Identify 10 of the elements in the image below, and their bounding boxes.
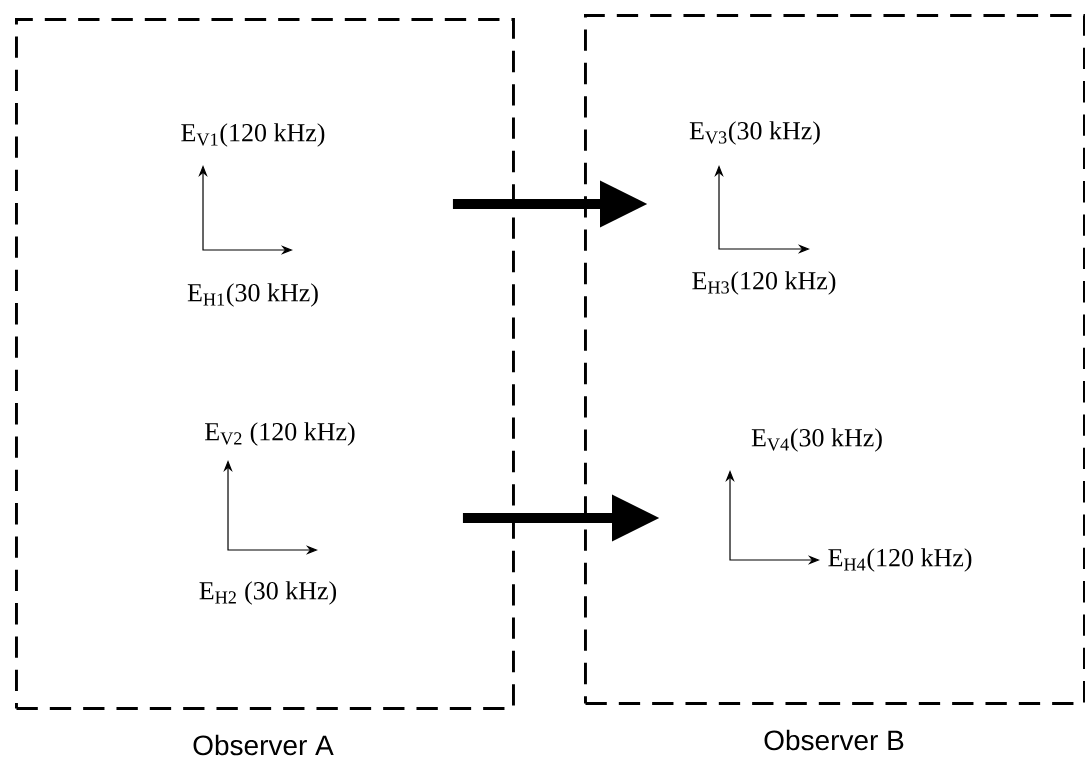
axis-label: E$_{V4}$(30 kHz) (751, 428, 882, 452)
axis-label: E$_{V3}$(30 kHz) (689, 121, 820, 145)
frame-caption: Observer A (193, 734, 334, 756)
axis-label: E$_{H2}$ (30 kHz) (199, 581, 337, 605)
axis-label: E$_{V2}$ (120 kHz) (205, 422, 355, 446)
axis-label: E$_{H4}$(120 kHz) (828, 548, 972, 572)
axis-label: E$_{H1}$(30 kHz) (187, 283, 318, 307)
axis-label: E$_{H3}$(120 kHz) (692, 271, 836, 295)
frame-caption: Observer B (764, 729, 904, 751)
axis-label: E$_{V1}$(120 kHz) (181, 123, 325, 147)
